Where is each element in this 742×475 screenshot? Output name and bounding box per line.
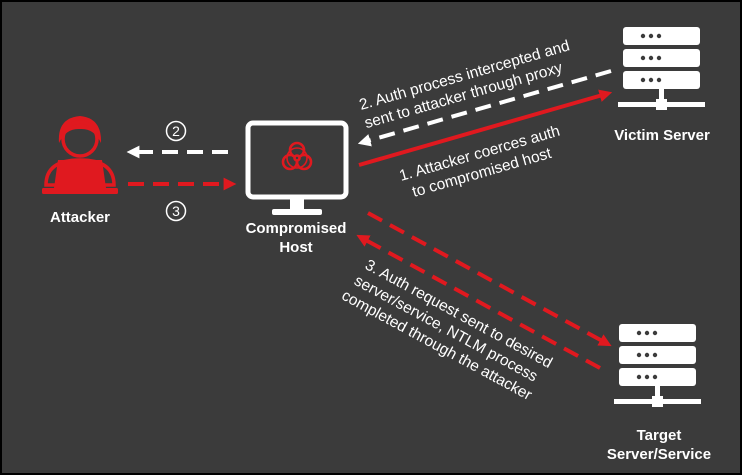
compromised-host-label-line1: Compromised <box>246 220 347 237</box>
target-server-label-line1: Target <box>637 427 682 444</box>
target-server-label-line2: Server/Service <box>607 446 711 463</box>
step3-annotation-line2: server/service, NTLM process <box>351 272 540 385</box>
biohazard-icon <box>281 141 313 171</box>
step1-arrow <box>358 89 613 167</box>
step2-annotation: 2. Auth process intercepted and sent to … <box>357 37 571 132</box>
step2-marker-number: 2 <box>172 123 180 139</box>
compromised-host-monitor-icon <box>245 120 349 215</box>
compromised-host-label-line2: Host <box>279 239 312 256</box>
step3-marker: 3 <box>165 200 187 222</box>
target-server-icon <box>614 324 701 407</box>
victim-server-icon <box>618 27 705 110</box>
step1-annotation: 1. Attacker coerces auth to compromised … <box>397 123 562 201</box>
victim-server-label: Victim Server <box>614 127 710 144</box>
step3-arrow-back-to-host <box>356 234 601 370</box>
step3-marker-number: 3 <box>172 203 180 219</box>
step2-arrow-to-host <box>357 69 612 147</box>
attacker-icon <box>42 116 118 194</box>
attacker-label: Attacker <box>50 209 110 226</box>
step3-annotation: 3. Auth request sent to desired server/s… <box>339 257 555 404</box>
step2-marker: 2 <box>165 120 187 142</box>
step3-arrow-to-target <box>367 211 612 347</box>
